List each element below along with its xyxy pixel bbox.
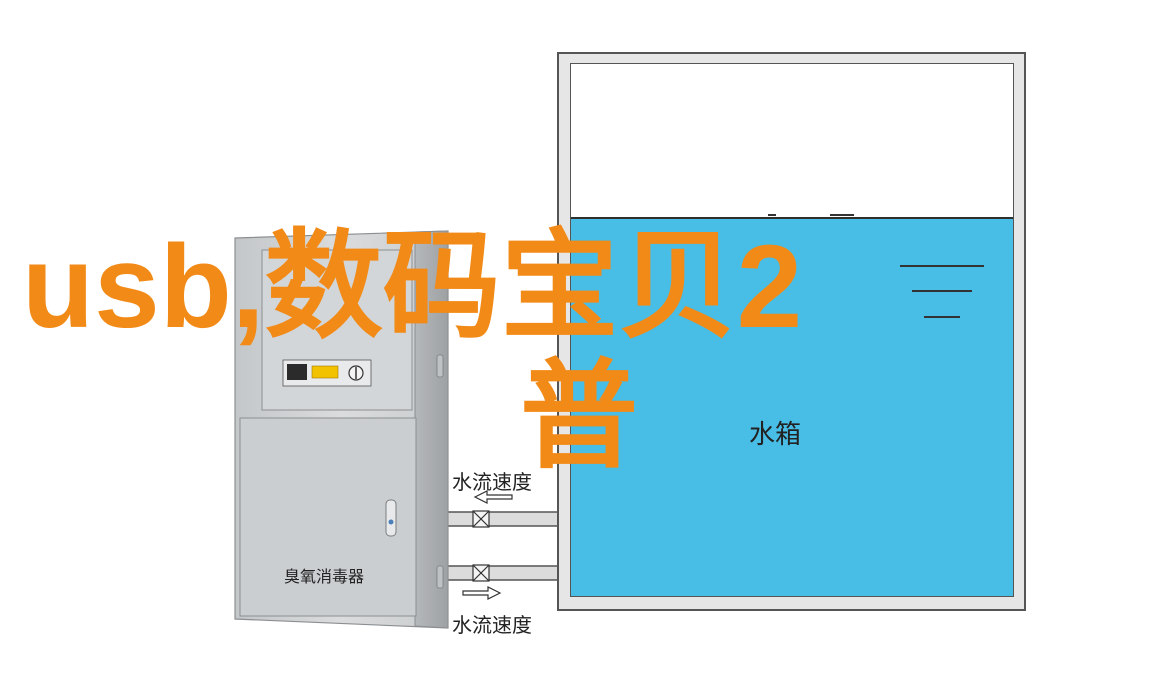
- pipes: [439, 490, 559, 600]
- tank-label: 水箱: [749, 420, 802, 450]
- surface-mark: [768, 214, 776, 216]
- door-handle: [385, 499, 397, 537]
- surface-mark: [830, 214, 854, 216]
- arrow-left-icon: [473, 490, 513, 504]
- water-level-line: [900, 265, 984, 267]
- arrow-right-icon: [462, 586, 502, 600]
- inlet-pipe: [439, 511, 559, 527]
- water-level-line: [912, 290, 972, 292]
- outlet-pipe: [439, 565, 559, 581]
- device-label: 臭氧消毒器: [284, 567, 365, 586]
- cabinet-body: [234, 230, 449, 629]
- outlet-valve-icon: [472, 564, 490, 582]
- water-level-line: [924, 316, 960, 318]
- overlay-title-line2: 普: [520, 351, 639, 483]
- warning-label: [311, 365, 339, 379]
- inlet-valve-icon: [472, 510, 490, 528]
- digital-display: [287, 364, 307, 380]
- overlay-title-line1: usb,数码宝贝2: [22, 221, 803, 353]
- tank-water: [571, 217, 1013, 596]
- flow-in-label: 水流速度: [452, 470, 532, 494]
- flow-out-label: 水流速度: [452, 613, 532, 637]
